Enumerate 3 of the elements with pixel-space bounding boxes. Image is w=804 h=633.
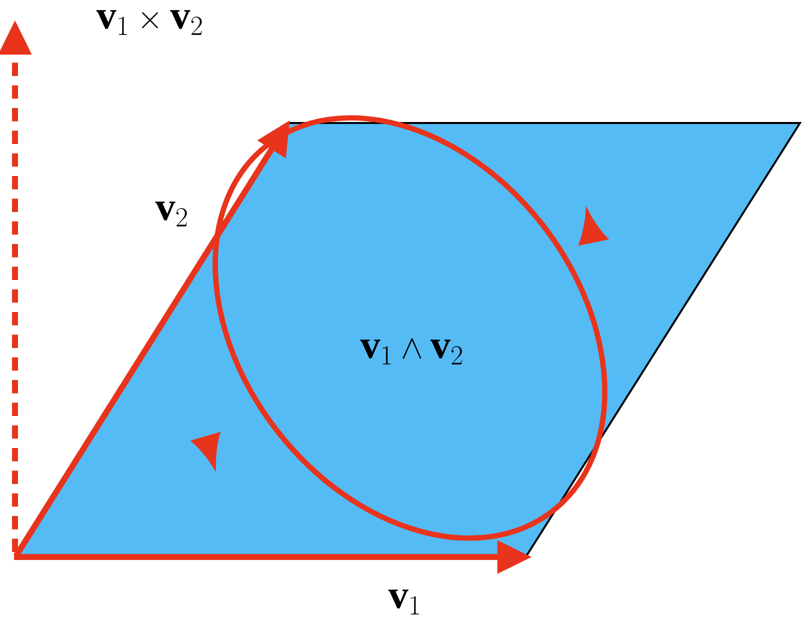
vector-label: $\mathbf{v}_1 \times \mathbf{v}_2$ (96, 10, 202, 35)
vector-label: $\mathbf{v}_1$ (388, 590, 419, 614)
vector-label: $\mathbf{v}_2$ (155, 202, 187, 226)
